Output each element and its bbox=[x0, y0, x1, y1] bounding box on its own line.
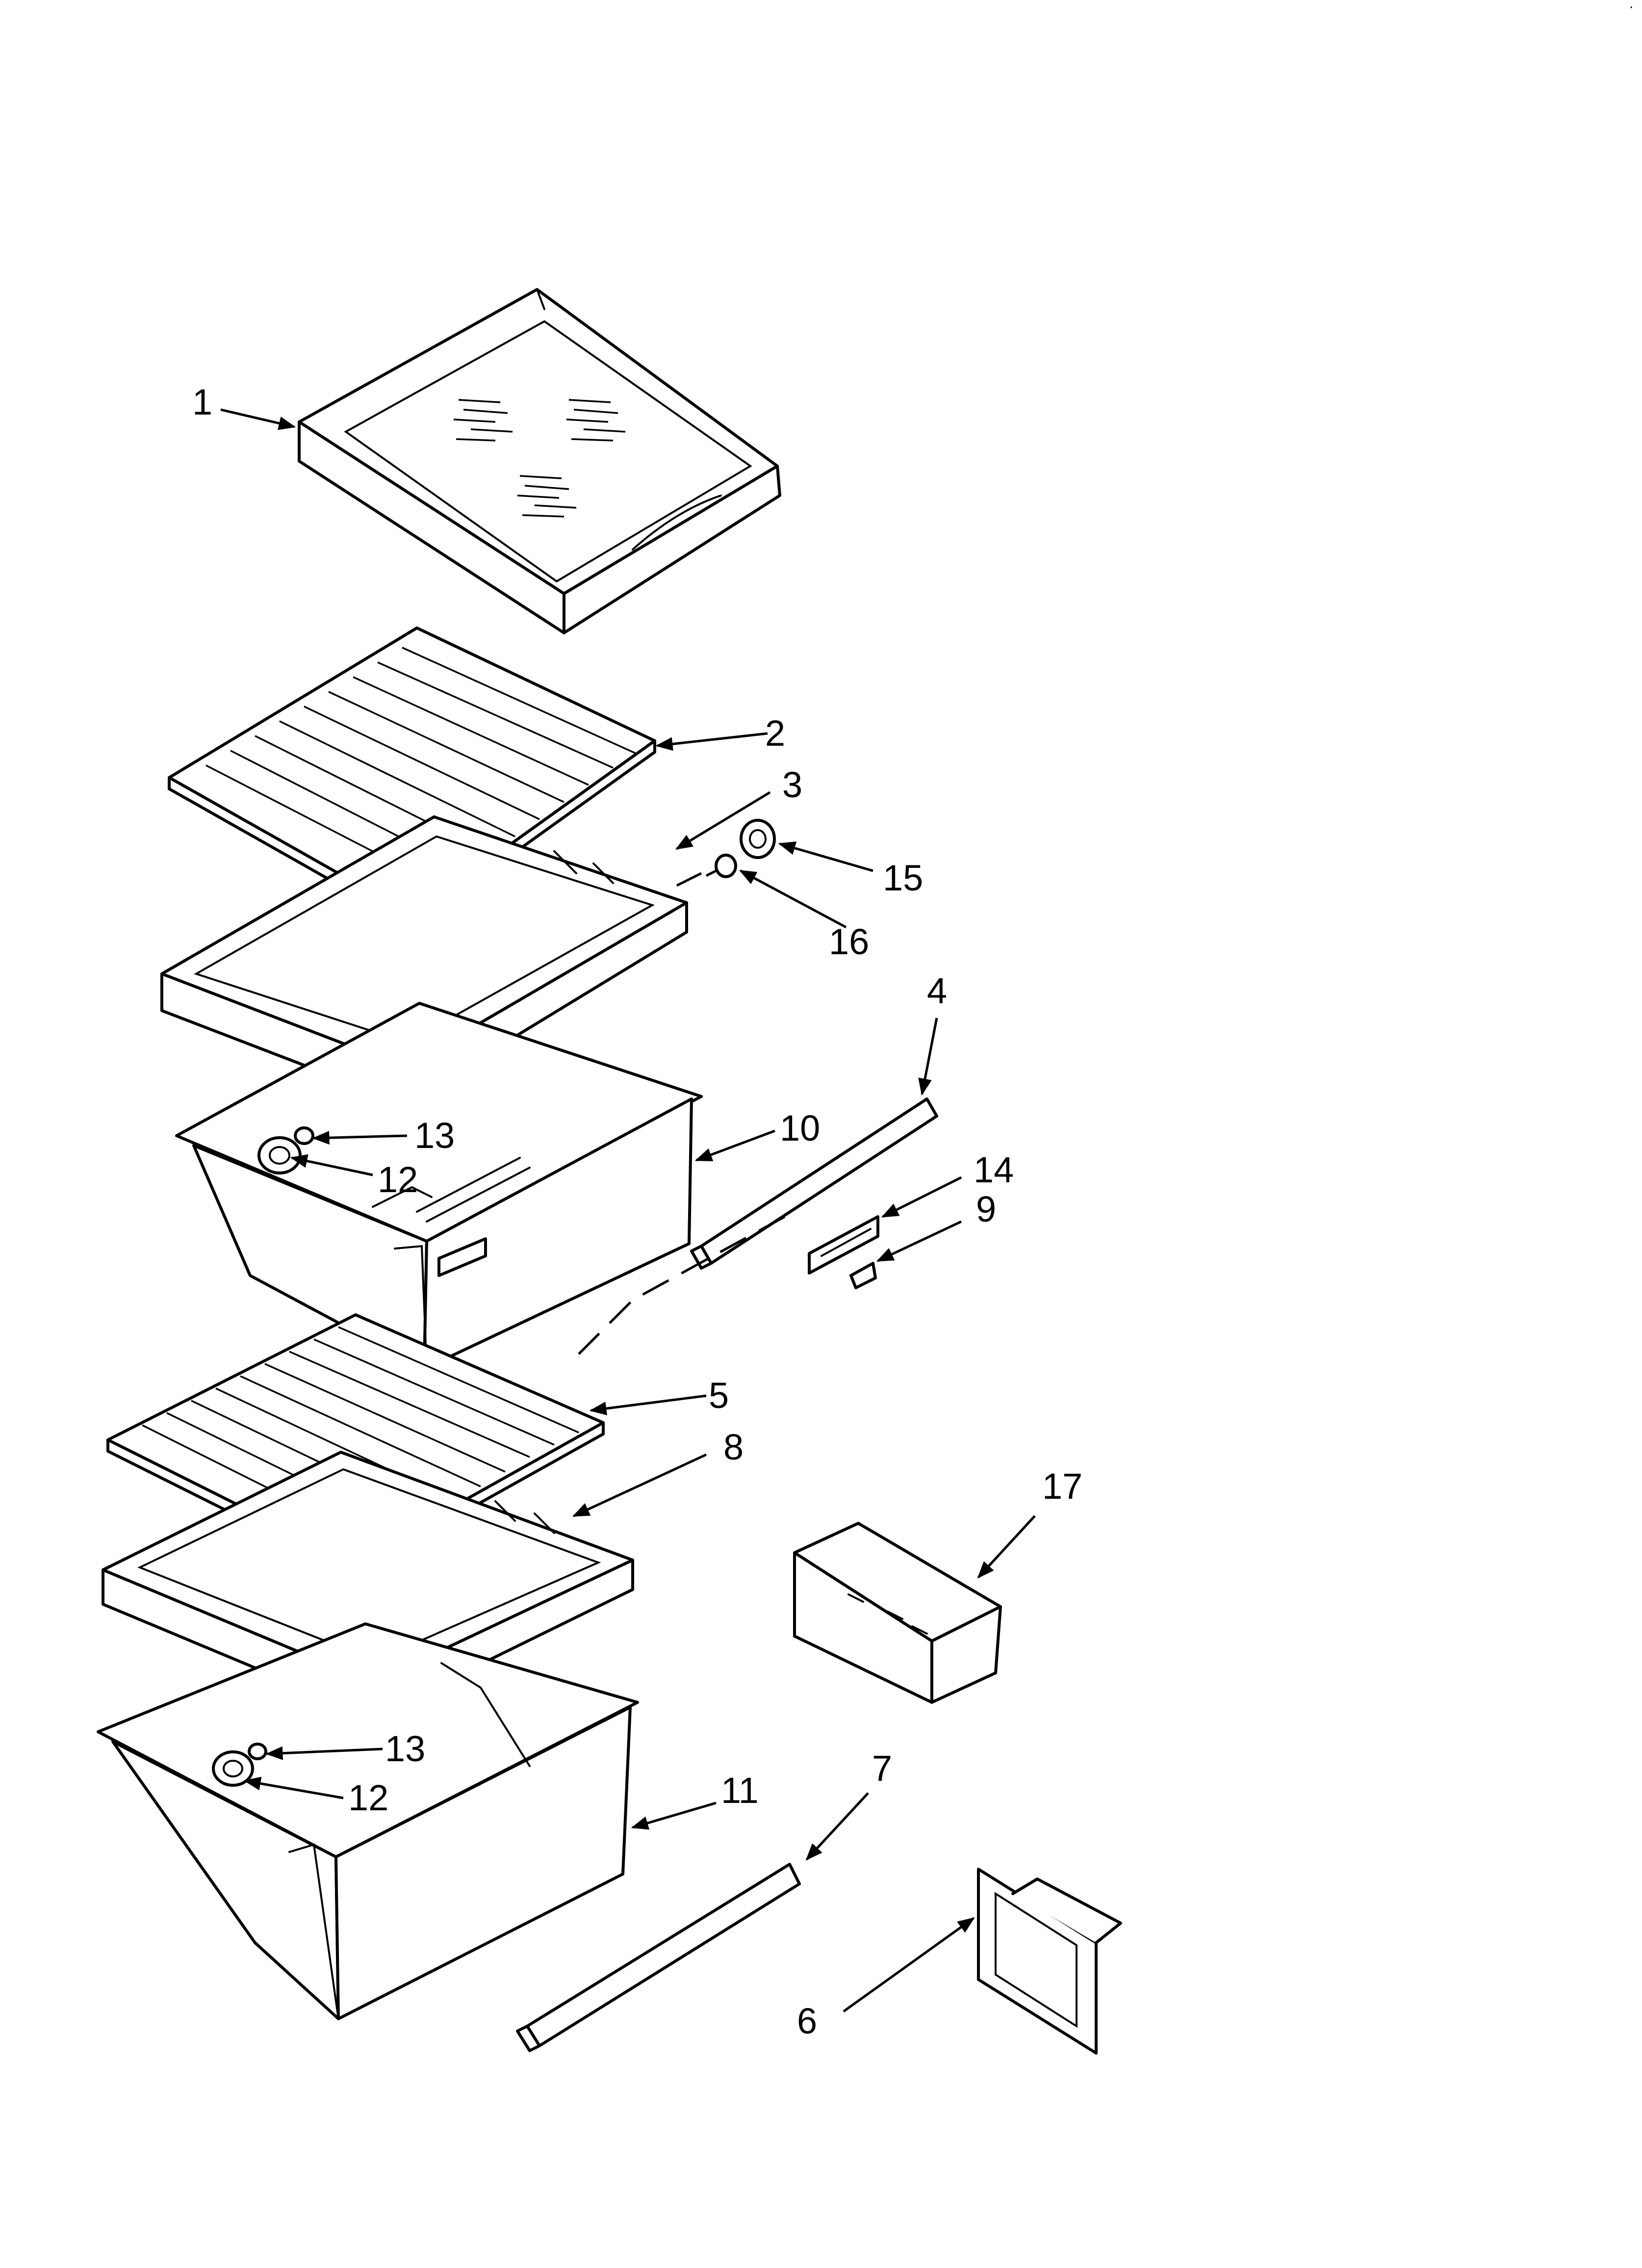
part-1-glass-reflection-marks bbox=[453, 399, 626, 518]
part-10-upper-crisper-drawer bbox=[175, 1002, 703, 1370]
part-1-top-shelf bbox=[298, 288, 781, 634]
corner-mark: · bbox=[1629, 0, 1633, 15]
alignment-line-upper bbox=[676, 872, 702, 887]
part-13-axle-upper bbox=[294, 1126, 314, 1145]
part-16-roller-pin bbox=[705, 854, 737, 878]
part-7-crisper-rail bbox=[516, 1863, 801, 2052]
part-13-axle-lower bbox=[248, 1743, 267, 1760]
part-12-roller-lower bbox=[212, 1750, 254, 1787]
callout-14: 14 bbox=[974, 1149, 1014, 1190]
callout-6: 6 bbox=[797, 2001, 817, 2041]
callout-3: 3 bbox=[782, 764, 802, 805]
callout-12-lower: 12 bbox=[348, 1777, 388, 1818]
callout-10: 10 bbox=[780, 1108, 820, 1148]
callout-9: 9 bbox=[976, 1189, 996, 1229]
callout-1: 1 bbox=[192, 382, 212, 422]
callout-13-upper: 13 bbox=[414, 1115, 455, 1156]
part-17-storage-bin bbox=[793, 1522, 1002, 1704]
callout-4: 4 bbox=[927, 970, 947, 1011]
part-15-roller-cap bbox=[740, 819, 776, 859]
part-11-lower-crisper-drawer bbox=[97, 1622, 639, 2020]
callout-2: 2 bbox=[765, 713, 785, 754]
callout-16: 16 bbox=[829, 921, 869, 962]
callout-5: 5 bbox=[709, 1375, 729, 1416]
callout-15: 15 bbox=[883, 858, 923, 898]
part-4-crisper-rail bbox=[690, 1097, 938, 1270]
part-9-slide-clip bbox=[849, 1262, 877, 1289]
callout-7: 7 bbox=[872, 1748, 892, 1789]
part-14-control-slide bbox=[808, 1215, 879, 1275]
callout-17: 17 bbox=[1042, 1466, 1082, 1507]
callout-12-upper: 12 bbox=[378, 1159, 418, 1200]
callout-13-lower: 13 bbox=[385, 1728, 425, 1769]
callout-11: 11 bbox=[721, 1770, 759, 1811]
part-12-roller-upper bbox=[257, 1136, 302, 1174]
part-6-cover-panel bbox=[977, 1868, 1122, 2055]
callout-8: 8 bbox=[723, 1427, 744, 1467]
alignment-line bbox=[578, 1215, 786, 1355]
leader-lines bbox=[220, 408, 1036, 2013]
callout-labels: 1 2 3 15 16 4 13 12 10 14 9 5 8 17 13 12… bbox=[192, 382, 1082, 2041]
